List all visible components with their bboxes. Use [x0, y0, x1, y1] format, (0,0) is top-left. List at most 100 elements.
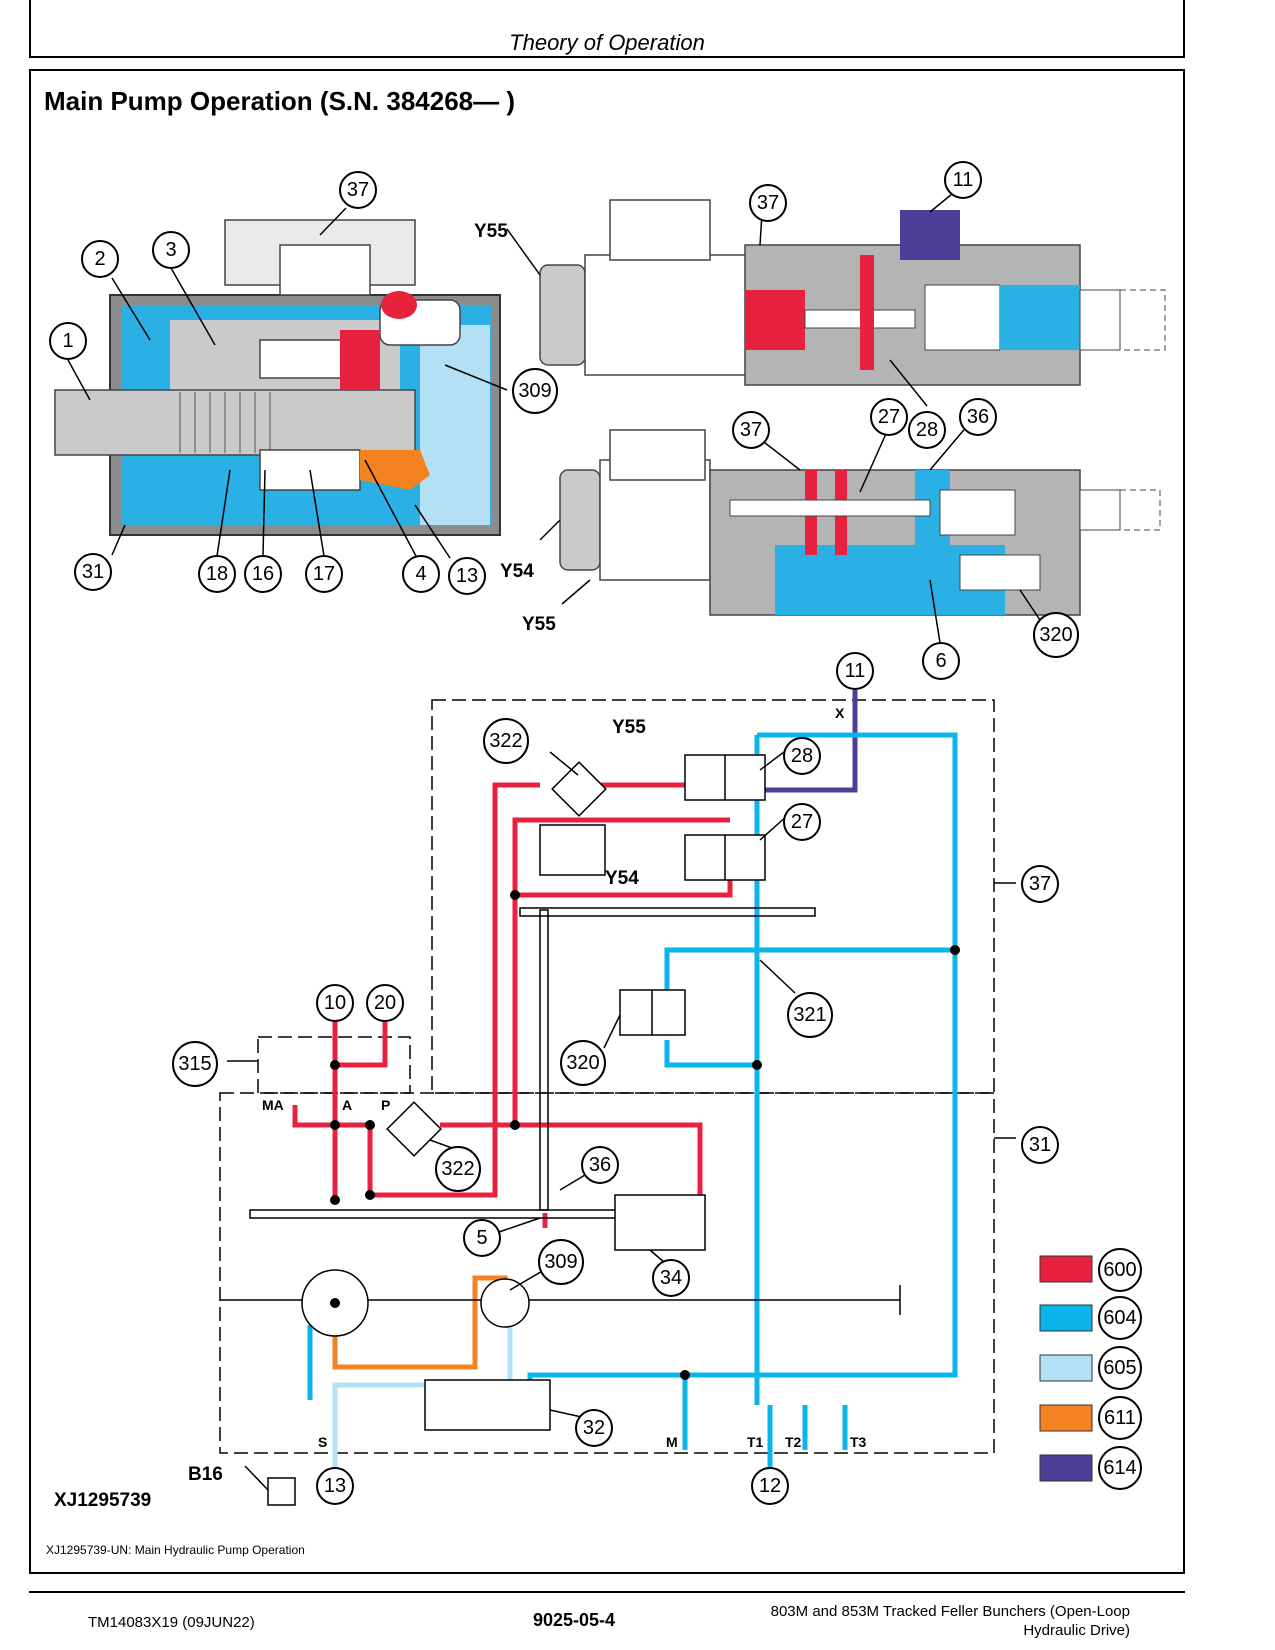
- svg-text:16: 16: [252, 563, 274, 585]
- legend-code-611: 611: [1098, 1396, 1142, 1440]
- callout-322: 322: [435, 1146, 481, 1192]
- valve-cutaway-lower: [559, 429, 1161, 616]
- valve-cutaway-upper: [539, 199, 1166, 386]
- callout-315: 315: [172, 1041, 218, 1087]
- svg-text:20: 20: [374, 992, 396, 1014]
- header-box: Theory of Operation: [29, 0, 1185, 58]
- svg-text:309: 309: [544, 1251, 577, 1273]
- label-b16: B16: [188, 1464, 223, 1485]
- legend-code-605: 605: [1098, 1346, 1142, 1390]
- legend-swatch-611: [1039, 1404, 1093, 1432]
- leader-lines: [67, 184, 1041, 1491]
- footer-doc-code: TM14083X19 (09JUN22): [88, 1614, 255, 1631]
- callout-320: 320: [1033, 612, 1079, 658]
- legend-swatch-614: [1039, 1454, 1093, 1482]
- svg-text:320: 320: [1039, 624, 1072, 646]
- svg-text:605: 605: [1103, 1357, 1136, 1379]
- svg-text:34: 34: [660, 1267, 682, 1289]
- callout-10: 10: [316, 984, 354, 1022]
- svg-text:2: 2: [94, 248, 105, 270]
- svg-text:611: 611: [1104, 1407, 1136, 1429]
- svg-text:4: 4: [415, 563, 426, 585]
- svg-text:31: 31: [82, 561, 104, 583]
- callout-309: 309: [512, 368, 558, 414]
- label-y55: Y55: [522, 614, 556, 635]
- svg-text:13: 13: [456, 565, 478, 587]
- legend-swatch-604: [1039, 1304, 1093, 1332]
- line-614: [760, 690, 858, 793]
- svg-text:321: 321: [793, 1004, 826, 1026]
- callout-37: 37: [1021, 865, 1059, 903]
- callout-28: 28: [908, 411, 946, 449]
- port-ma: MA: [262, 1097, 284, 1113]
- callout-16: 16: [244, 555, 282, 593]
- port-t1: T1: [747, 1434, 764, 1450]
- label-y55: Y55: [474, 221, 508, 242]
- svg-text:10: 10: [324, 992, 346, 1014]
- callout-34: 34: [652, 1259, 690, 1297]
- figure-frame: [29, 69, 1185, 1574]
- label-y54: Y54: [605, 868, 639, 889]
- svg-text:17: 17: [313, 563, 335, 585]
- callout-321: 321: [787, 992, 833, 1038]
- lines-605: [332, 1320, 513, 1485]
- callout-36: 36: [959, 398, 997, 436]
- callout-36: 36: [581, 1146, 619, 1184]
- callout-37: 37: [339, 171, 377, 209]
- legend-code-600: 600: [1098, 1248, 1142, 1292]
- svg-text:28: 28: [791, 745, 813, 767]
- legend-swatch-600: [1039, 1255, 1093, 1283]
- legend: 600 604 605 611 614: [1039, 1248, 1142, 1490]
- figure-caption: XJ1295739-UN: Main Hydraulic Pump Operat…: [46, 1543, 305, 1557]
- callout-18: 18: [198, 555, 236, 593]
- svg-text:36: 36: [967, 406, 989, 428]
- svg-text:36: 36: [589, 1154, 611, 1176]
- callout-320: 320: [560, 1040, 606, 1086]
- callout-309: 309: [538, 1239, 584, 1285]
- svg-text:27: 27: [791, 811, 813, 833]
- svg-text:322: 322: [489, 730, 522, 752]
- svg-text:31: 31: [1029, 1134, 1051, 1156]
- schematic-mech: [220, 754, 901, 1506]
- svg-text:12: 12: [759, 1475, 781, 1497]
- legend-swatch-605: [1039, 1354, 1093, 1382]
- svg-text:37: 37: [757, 192, 779, 214]
- svg-text:600: 600: [1103, 1259, 1136, 1281]
- footer-title-line2: Hydraulic Drive): [1023, 1622, 1130, 1639]
- callout-11: 11: [836, 652, 874, 690]
- callout-28: 28: [783, 737, 821, 775]
- label-y55: Y55: [612, 717, 646, 738]
- svg-text:37: 37: [1029, 873, 1051, 895]
- svg-text:315: 315: [178, 1053, 211, 1075]
- port-t3: T3: [850, 1434, 867, 1450]
- callout-31: 31: [1021, 1126, 1059, 1164]
- callout-2: 2: [81, 240, 119, 278]
- port-m: M: [666, 1434, 678, 1450]
- callout-17: 17: [305, 555, 343, 593]
- lines-600: [292, 782, 733, 1228]
- callout-322: 322: [483, 718, 529, 764]
- callout-3: 3: [152, 231, 190, 269]
- svg-text:614: 614: [1103, 1457, 1136, 1479]
- svg-text:3: 3: [165, 239, 176, 261]
- callout-6: 6: [922, 642, 960, 680]
- svg-text:604: 604: [1103, 1307, 1136, 1329]
- svg-text:309: 309: [518, 380, 551, 402]
- svg-text:32: 32: [583, 1417, 605, 1439]
- svg-text:5: 5: [476, 1227, 487, 1249]
- figure-id: XJ1295739: [54, 1490, 152, 1511]
- legend-code-604: 604: [1098, 1296, 1142, 1340]
- port-t2: T2: [785, 1434, 802, 1450]
- callout-37: 37: [732, 411, 770, 449]
- port-p: P: [381, 1097, 390, 1113]
- svg-text:13: 13: [324, 1475, 346, 1497]
- svg-text:37: 37: [347, 179, 369, 201]
- legend-code-614: 614: [1098, 1446, 1142, 1490]
- svg-text:11: 11: [953, 169, 974, 191]
- pump-cutaway: [54, 219, 501, 536]
- header-title: Theory of Operation: [509, 30, 705, 55]
- label-y54: Y54: [500, 561, 534, 582]
- callout-12: 12: [751, 1467, 789, 1505]
- callout-4: 4: [402, 555, 440, 593]
